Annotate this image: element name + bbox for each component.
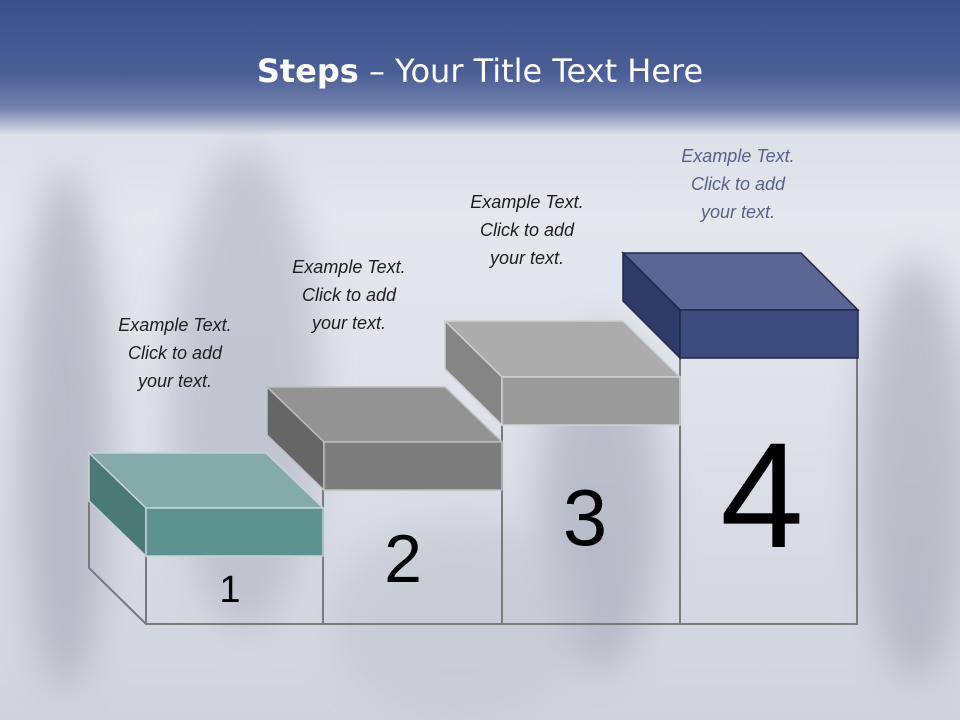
step-3-number: 3	[562, 473, 608, 562]
slide-title[interactable]: Steps – Your Title Text Here	[0, 52, 960, 90]
step-2-text[interactable]: Example Text. Click to add your text.	[292, 257, 406, 333]
step-1-block[interactable]	[87, 451, 325, 558]
step-1-front	[145, 507, 324, 557]
title-rest: – Your Title Text Here	[358, 52, 704, 90]
title-bold: Steps	[256, 52, 359, 90]
step-2-block[interactable]	[265, 385, 504, 492]
title-bar	[0, 0, 960, 135]
step-4-block[interactable]	[621, 251, 860, 360]
step-2-number: 2	[384, 521, 422, 597]
step-2-front	[323, 441, 503, 491]
step-1-number: 1	[219, 569, 241, 611]
step-4-front	[679, 309, 859, 359]
step-4-text[interactable]: Example Text. Click to add your text.	[681, 146, 795, 222]
step-4-number: 4	[720, 411, 804, 579]
step-3-text[interactable]: Example Text. Click to add your text.	[470, 192, 584, 268]
step-3-front	[501, 376, 681, 426]
step-3-block[interactable]	[443, 319, 682, 427]
step-1-text[interactable]: Example Text. Click to add your text.	[118, 315, 232, 391]
